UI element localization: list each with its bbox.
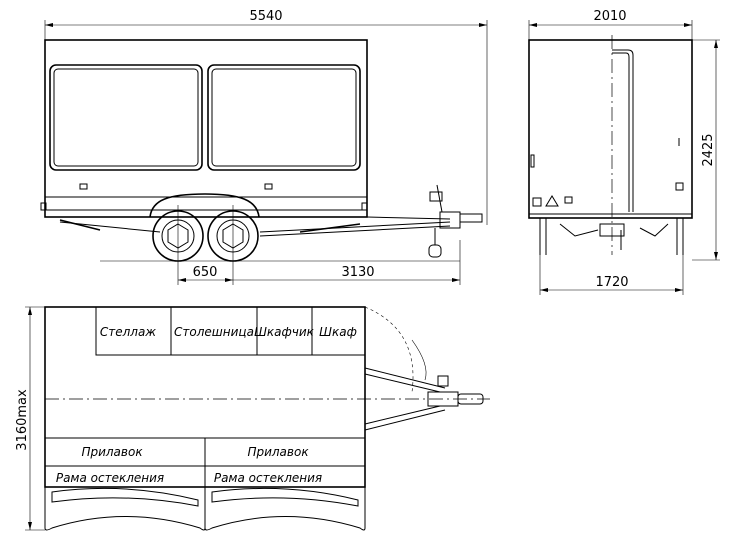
counter-right-label: Прилавок bbox=[247, 445, 309, 459]
wheel-front bbox=[152, 205, 204, 285]
front-view: 2010 2425 bbox=[528, 9, 720, 295]
window-left bbox=[49, 64, 203, 171]
dim-axle-spacing: 650 bbox=[178, 265, 233, 282]
max-width-text: 3160max bbox=[15, 389, 30, 451]
drawbar-plan bbox=[364, 306, 484, 431]
overall-length-text: 5540 bbox=[249, 9, 282, 24]
glazing-frame-left-label: Рама остекления bbox=[56, 471, 164, 485]
axle-to-hitch-text: 3130 bbox=[341, 265, 374, 280]
track-width-text: 1720 bbox=[595, 275, 628, 290]
dim-axle-to-hitch: 3130 bbox=[233, 240, 461, 285]
wheel-arch bbox=[149, 193, 260, 218]
dim-overall-length: 5540 bbox=[44, 9, 488, 225]
rack-label: Стеллаж bbox=[100, 325, 156, 339]
side-view: 5540 bbox=[40, 9, 488, 285]
dim-overall-height: 2425 bbox=[692, 39, 720, 261]
drawbar-side bbox=[59, 184, 483, 258]
trailer-body-side bbox=[44, 39, 368, 218]
dim-max-width: 3160max bbox=[15, 306, 45, 531]
plan-view: 3160max Стеллаж Столешница Шкафчик Шкаф … bbox=[15, 306, 490, 531]
small-cabinet-label: Шкафчик bbox=[254, 325, 315, 339]
dim-track-width: 1720 bbox=[539, 255, 684, 295]
window-right bbox=[207, 64, 361, 171]
countertop-label: Столешница bbox=[174, 325, 254, 339]
overall-width-text: 2010 bbox=[593, 9, 626, 24]
trailer-body-front bbox=[528, 39, 693, 219]
cabinet-label: Шкаф bbox=[319, 325, 357, 339]
axle-spacing-text: 650 bbox=[193, 265, 218, 280]
dim-overall-width: 2010 bbox=[528, 9, 693, 40]
overall-height-text: 2425 bbox=[701, 133, 716, 166]
counter-left-label: Прилавок bbox=[81, 445, 143, 459]
glazing-frame-right-label: Рама остекления bbox=[214, 471, 322, 485]
cabinet-box bbox=[311, 306, 366, 356]
